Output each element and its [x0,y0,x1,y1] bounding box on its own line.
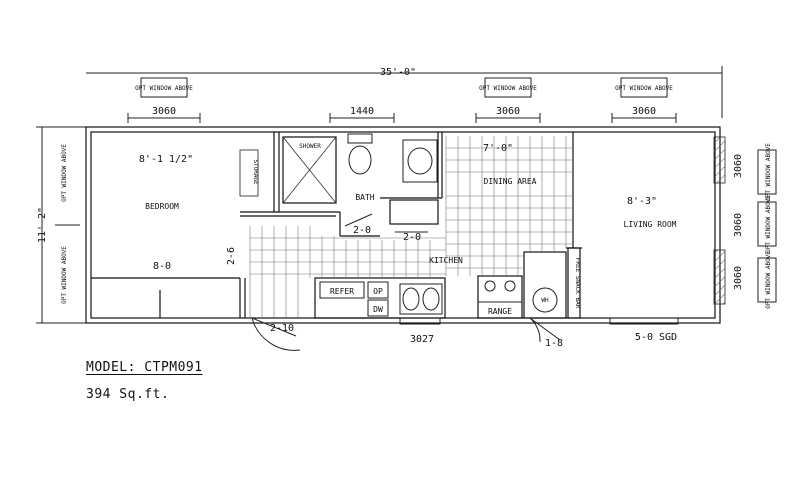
right-opt-window-note-1: OPT WINDOW ABOVE [765,143,772,201]
bath-label: BATH [355,193,374,202]
op-label: OP [373,287,383,296]
living-label: LIVING ROOM [624,220,677,229]
dw-label: DW [373,305,383,314]
top-window-callouts [127,77,677,123]
living-dim: 8'-3" [627,196,657,207]
hall-width-dim: 2-6 [226,247,237,265]
range-label: RANGE [488,307,512,316]
right-opt-window-note-3: OPT WINDOW ABOVE [765,251,772,309]
right-window-callouts [757,149,777,303]
right-window-2-label: 3060 [733,213,744,237]
wh-door-dim: 1-8 [545,338,563,349]
sliding-door-dim: 5-0 SGD [635,332,677,343]
floor-grid [249,136,573,318]
overall-width-dimension [36,126,86,324]
pocket-door-dim: 2-0 [403,232,421,243]
right-opt-window-note-2: OPT WINDOW ABOVE [765,195,772,253]
shower-fixture [282,136,337,204]
area-label: 394 Sq.ft. [86,387,170,402]
top-window-1-label: 3060 [152,106,176,117]
left-opt-window-note-2: OPT WINDOW ABOVE [61,246,68,304]
front-window-dim: 3027 [410,334,434,345]
storage-label: STORAGE [252,159,259,185]
top-window-2-label: 3060 [496,106,520,117]
refer-label: REFER [330,287,354,296]
overall-length-dimension [86,66,723,118]
kitchen-fixtures [319,280,558,317]
kitchen-label: KITCHEN [429,256,463,265]
overall-width-label: 11'-2" [37,207,48,243]
top-window-center-label: 1440 [350,106,374,117]
bath-sink [402,139,438,183]
bath-door-dim: 2-0 [353,225,371,236]
right-bay-windows [713,136,726,305]
snack-bar-label: FREE SNACK BAR [574,258,581,309]
dining-dim: 7'-0" [483,143,513,154]
left-opt-window-note-1: OPT WINDOW ABOVE [61,144,68,202]
model-label: MODEL: CTPM091 [86,360,203,375]
top-window-3-label: 3060 [632,106,656,117]
toilet-fixture [347,133,373,175]
water-heater-label: WH [541,297,549,304]
top-window-note-3: OPT WINDOW ABOVE [615,85,673,92]
dining-label: DINING AREA [484,177,537,186]
top-window-note-2: OPT WINDOW ABOVE [479,85,537,92]
bedroom-closet-dim: 8-0 [153,261,171,272]
overall-length-label: 35'-0" [380,67,416,78]
bedroom-label: BEDROOM [145,202,179,211]
bedroom-dim: 8'-1 1/2" [139,154,193,165]
interior-walls [91,132,582,319]
doors [251,213,679,351]
right-window-3-label: 3060 [733,266,744,290]
shower-label: SHOWER [299,143,321,150]
bedroom-door-dim: 2-10 [270,323,294,334]
right-window-1-label: 3060 [733,154,744,178]
top-window-note-1: OPT WINDOW ABOVE [135,85,193,92]
